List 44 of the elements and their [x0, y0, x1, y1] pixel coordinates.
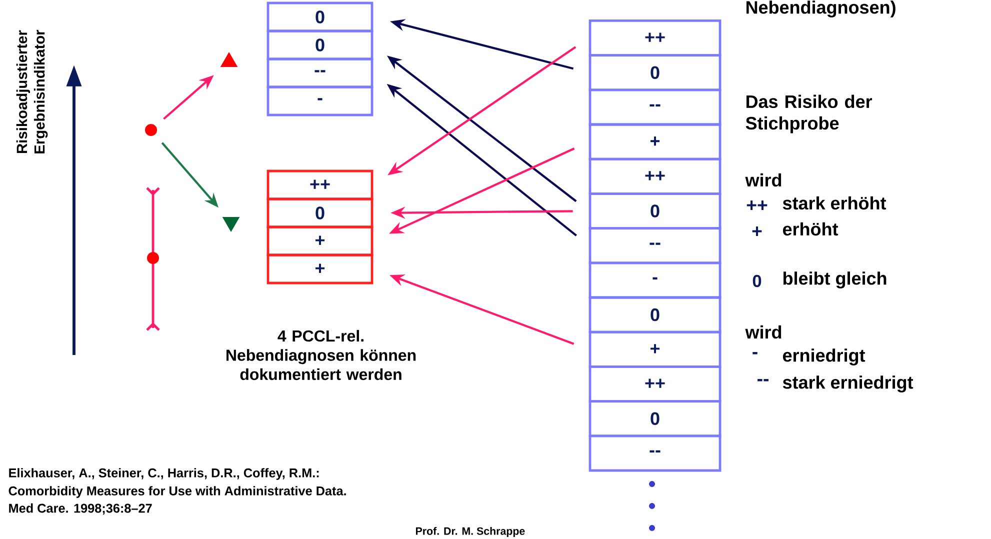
rating-symbol: -	[752, 352, 758, 354]
table-cell: ++	[588, 20, 722, 56]
note-text: wird	[745, 173, 782, 187]
table-cell: 0	[266, 30, 374, 60]
heading-text: Nebendiagnosen)	[746, 0, 896, 18]
table-cell: +	[588, 330, 722, 368]
table-cell: +	[266, 226, 374, 256]
triangle-marker	[222, 217, 240, 232]
table-cell: 0	[266, 2, 374, 32]
note-text: wird	[745, 325, 782, 339]
table-cell: ++	[588, 158, 722, 195]
table-cell: -	[266, 86, 374, 116]
description-text: Das Risiko der Stichprobe	[746, 94, 872, 134]
rating-text: stark erhöht	[782, 196, 886, 210]
rating-text: erniedrigt	[783, 348, 866, 366]
table-cell: 0	[588, 400, 722, 438]
rating-symbol: +	[752, 226, 762, 236]
table-cell: --	[588, 434, 722, 472]
rating-text: stark erniedrigt	[782, 376, 914, 392]
table-cell: --	[266, 58, 374, 88]
author-text: Prof. Dr. M. Schrappe	[416, 527, 525, 537]
rating-symbol: ++	[746, 200, 768, 210]
dot	[145, 124, 157, 136]
table-cell: --	[588, 227, 722, 264]
rating-symbol: 0	[752, 274, 762, 288]
table-cell: +	[266, 254, 374, 284]
table-cell: +	[588, 123, 722, 160]
rating-text: bleibt gleich	[783, 272, 886, 288]
caption-text: 4 PCCL-rel. Nebendiagnosen können dokumentiert werden	[226, 330, 416, 380]
rating-text: erhöht	[783, 222, 838, 236]
triangle-marker	[220, 52, 238, 67]
citation-text: Elixhauser, A., Steiner, C., Harris, D.R., Coffey, R.M.:	[9, 468, 319, 480]
table-cell: ++	[266, 170, 374, 200]
table-cell: --	[588, 88, 722, 126]
rating-symbol: --	[758, 379, 768, 382]
table-cell: -	[588, 262, 722, 299]
table-cell: 0	[588, 192, 722, 230]
citation-text: Med Care. 1998;36:8–27	[9, 503, 152, 515]
table-cell: 0	[588, 296, 722, 334]
table-cell: 0	[588, 54, 722, 92]
axis-label: Risikoadjustierter Ergebnisindikator	[16, 30, 48, 154]
citation-text: Comorbidity Measures for Use with Administrative Data.	[8, 486, 346, 498]
table-cell: 0	[266, 198, 374, 228]
table-cell: ++	[588, 366, 722, 402]
